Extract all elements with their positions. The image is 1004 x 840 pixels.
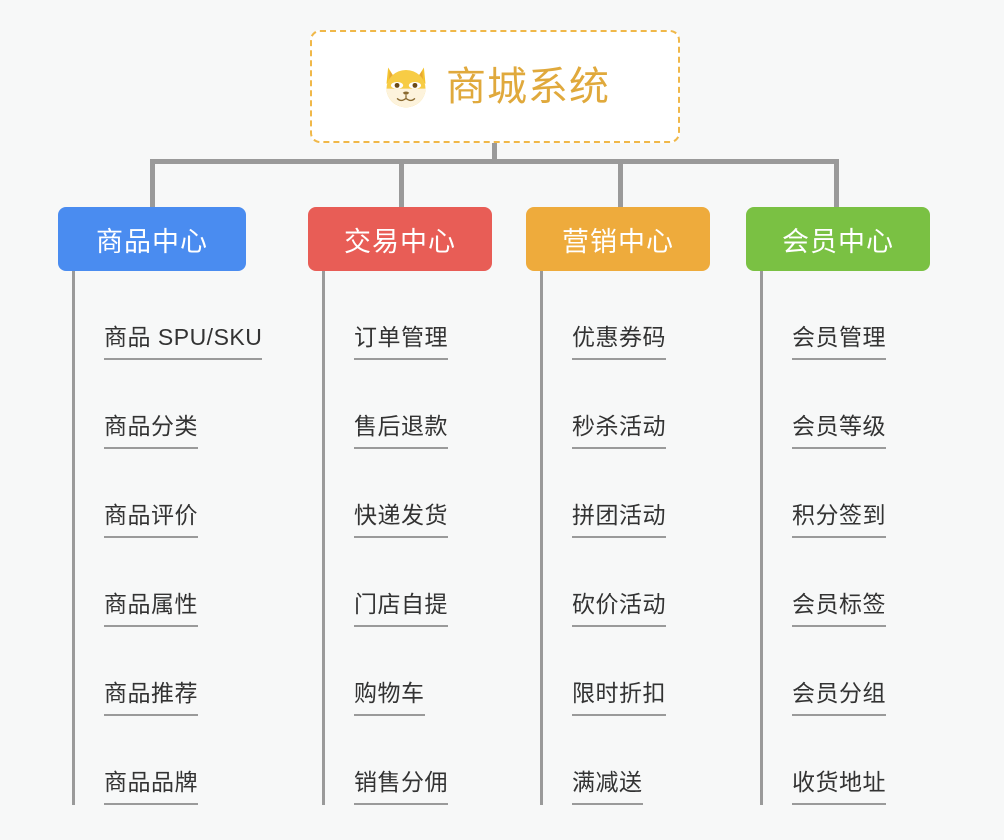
leaf-label: 积分签到 (792, 501, 886, 528)
leaf-stack-member-center: 会员管理 会员等级 积分签到 会员标签 会员分组 收货地址 (760, 271, 930, 805)
leaf-label: 商品分类 (104, 412, 198, 439)
list-item[interactable]: 收货地址 (760, 716, 930, 805)
leaf-spine (540, 271, 543, 805)
branch-header-label: 商品中心 (96, 226, 208, 257)
leaf-label: 会员分组 (792, 679, 886, 706)
leaf-label: 商品 SPU/SKU (104, 323, 263, 350)
connector-horizontal-bus (150, 159, 839, 164)
leaf-stack-product-center: 商品 SPU/SKU 商品分类 商品评价 商品属性 商品推荐 商品品牌 (72, 271, 263, 805)
list-item[interactable]: 砍价活动 (540, 538, 710, 627)
leaf-label: 购物车 (354, 679, 425, 706)
leaf-label: 会员管理 (792, 323, 886, 350)
branch-marketing-center: 营销中心 优惠券码 秒杀活动 拼团活动 砍价活动 限时折扣 满减送 (526, 207, 710, 805)
branch-header-label: 会员中心 (782, 226, 894, 257)
list-item[interactable]: 售后退款 (322, 360, 492, 449)
leaf-label: 砍价活动 (572, 590, 666, 617)
leaf-label: 优惠券码 (572, 323, 666, 350)
leaf-spine (72, 271, 75, 805)
branch-header-member-center[interactable]: 会员中心 (746, 207, 930, 271)
leaf-label: 门店自提 (354, 590, 448, 617)
connector-drop-1 (150, 159, 155, 207)
branch-member-center: 会员中心 会员管理 会员等级 积分签到 会员标签 会员分组 收货地址 (746, 207, 930, 805)
leaf-label: 拼团活动 (572, 501, 666, 528)
connector-drop-2 (399, 159, 404, 207)
leaf-label: 会员等级 (792, 412, 886, 439)
connector-root-stem (492, 143, 497, 164)
branch-header-label: 营销中心 (562, 226, 674, 257)
list-item[interactable]: 商品评价 (72, 449, 246, 538)
leaf-spine (760, 271, 763, 805)
list-item[interactable]: 积分签到 (760, 449, 930, 538)
branch-header-label: 交易中心 (344, 226, 456, 257)
leaf-stack-trade-center: 订单管理 售后退款 快递发货 门店自提 购物车 销售分佣 (322, 271, 492, 805)
branch-trade-center: 交易中心 订单管理 售后退款 快递发货 门店自提 购物车 销售分佣 (308, 207, 492, 805)
leaf-label: 会员标签 (792, 590, 886, 617)
leaf-stack-marketing-center: 优惠券码 秒杀活动 拼团活动 砍价活动 限时折扣 满减送 (540, 271, 710, 805)
leaf-label: 商品推荐 (104, 679, 198, 706)
leaf-label: 商品评价 (104, 501, 198, 528)
list-item[interactable]: 商品品牌 (72, 716, 246, 805)
list-item[interactable]: 商品属性 (72, 538, 246, 627)
branch-product-center: 商品中心 商品 SPU/SKU 商品分类 商品评价 商品属性 商品推荐 商品品牌 (58, 207, 263, 805)
list-item[interactable]: 门店自提 (322, 538, 492, 627)
branch-header-trade-center[interactable]: 交易中心 (308, 207, 492, 271)
connector-drop-4 (834, 159, 839, 207)
leaf-label: 限时折扣 (572, 679, 666, 706)
list-item[interactable]: 商品推荐 (72, 627, 246, 716)
shiba-inu-dog-face-icon (386, 67, 426, 107)
leaf-label: 商品属性 (104, 590, 198, 617)
leaf-label: 销售分佣 (354, 768, 448, 795)
list-item[interactable]: 订单管理 (322, 271, 492, 360)
root-node-shop-system[interactable]: 商城系统 (310, 30, 680, 143)
connector-drop-3 (618, 159, 623, 207)
root-title: 商城系统 (446, 64, 610, 109)
leaf-label: 售后退款 (354, 412, 448, 439)
list-item[interactable]: 限时折扣 (540, 627, 710, 716)
branch-header-product-center[interactable]: 商品中心 (58, 207, 246, 271)
list-item[interactable]: 会员标签 (760, 538, 930, 627)
list-item[interactable]: 满减送 (540, 716, 710, 805)
branch-header-marketing-center[interactable]: 营销中心 (526, 207, 710, 271)
list-item[interactable]: 销售分佣 (322, 716, 492, 805)
leaf-label: 收货地址 (792, 768, 886, 795)
list-item[interactable]: 商品 SPU/SKU (72, 271, 263, 360)
list-item[interactable]: 会员分组 (760, 627, 930, 716)
leaf-label: 满减送 (572, 768, 643, 795)
leaf-spine (322, 271, 325, 805)
list-item[interactable]: 会员管理 (760, 271, 930, 360)
list-item[interactable]: 秒杀活动 (540, 360, 710, 449)
list-item[interactable]: 会员等级 (760, 360, 930, 449)
list-item[interactable]: 快递发货 (322, 449, 492, 538)
list-item[interactable]: 商品分类 (72, 360, 246, 449)
leaf-label: 快递发货 (354, 501, 448, 528)
list-item[interactable]: 购物车 (322, 627, 492, 716)
list-item[interactable]: 优惠券码 (540, 271, 710, 360)
leaf-label: 订单管理 (354, 323, 448, 350)
leaf-label: 商品品牌 (104, 768, 198, 795)
list-item[interactable]: 拼团活动 (540, 449, 710, 538)
leaf-label: 秒杀活动 (572, 412, 666, 439)
